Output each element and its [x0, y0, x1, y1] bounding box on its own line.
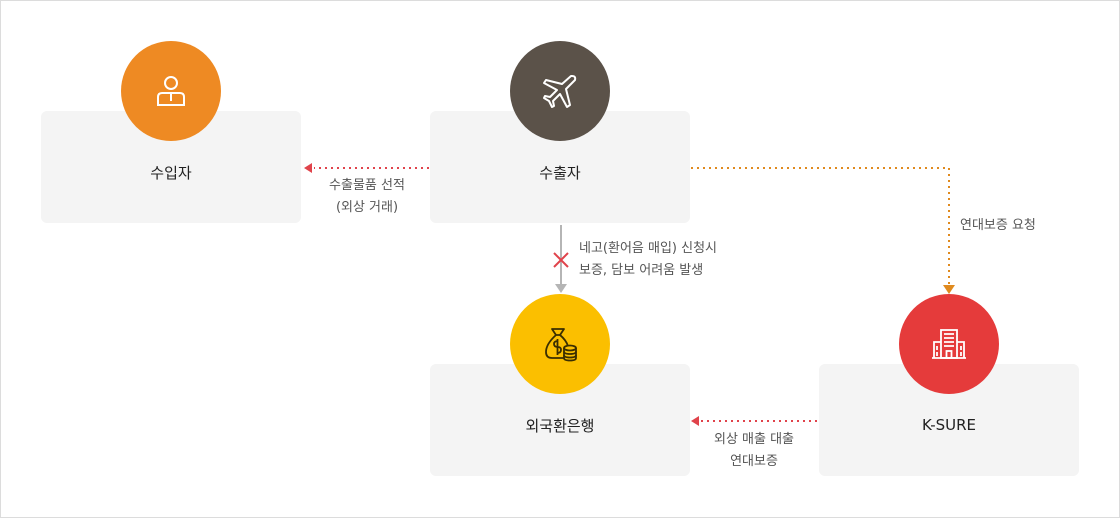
arrow-nego-head — [555, 284, 567, 293]
ksure-label: K-SURE — [921, 416, 977, 434]
money-bag-icon — [545, 328, 577, 362]
nego-label-line1: 네고(환어음 매입) 신청시 — [579, 241, 718, 256]
airplane-icon — [543, 75, 577, 108]
nego-label: 네고(환어음 매입) 신청시 보증, 담보 어려움 발생 — [579, 238, 779, 282]
nego-label-line2: 보증, 담보 어려움 발생 — [579, 263, 704, 278]
arrow-guarantee-line — [691, 167, 950, 285]
importer-circle — [121, 41, 221, 141]
bank-circle — [510, 294, 610, 394]
shipment-label-line2: (외상 거래) — [335, 200, 399, 215]
arrow-guarantee-head — [943, 285, 955, 294]
bank-label: 외국환은행 — [525, 416, 595, 435]
arrow-loan-head — [691, 416, 699, 426]
loan-label: 외상 매출 대출 연대보증 — [693, 429, 815, 473]
guarantee-request-label-line1: 연대보증 요청 — [960, 218, 1036, 233]
guarantee-request-label: 연대보증 요청 — [960, 215, 1080, 237]
importer-label: 수입자 — [150, 163, 192, 182]
shipment-label-line1: 수출물품 선적 — [329, 178, 405, 193]
shipment-label: 수출물품 선적 (외상 거래) — [307, 175, 427, 219]
exporter-circle — [510, 41, 610, 141]
loan-label-line2: 연대보증 — [730, 454, 778, 469]
building-icon — [932, 329, 966, 359]
person-icon — [157, 76, 185, 106]
arrow-shipment-head — [304, 163, 312, 173]
ksure-circle — [899, 294, 999, 394]
exporter-label: 수출자 — [539, 163, 581, 182]
blocked-x-icon — [553, 252, 569, 268]
loan-label-line1: 외상 매출 대출 — [713, 432, 795, 447]
